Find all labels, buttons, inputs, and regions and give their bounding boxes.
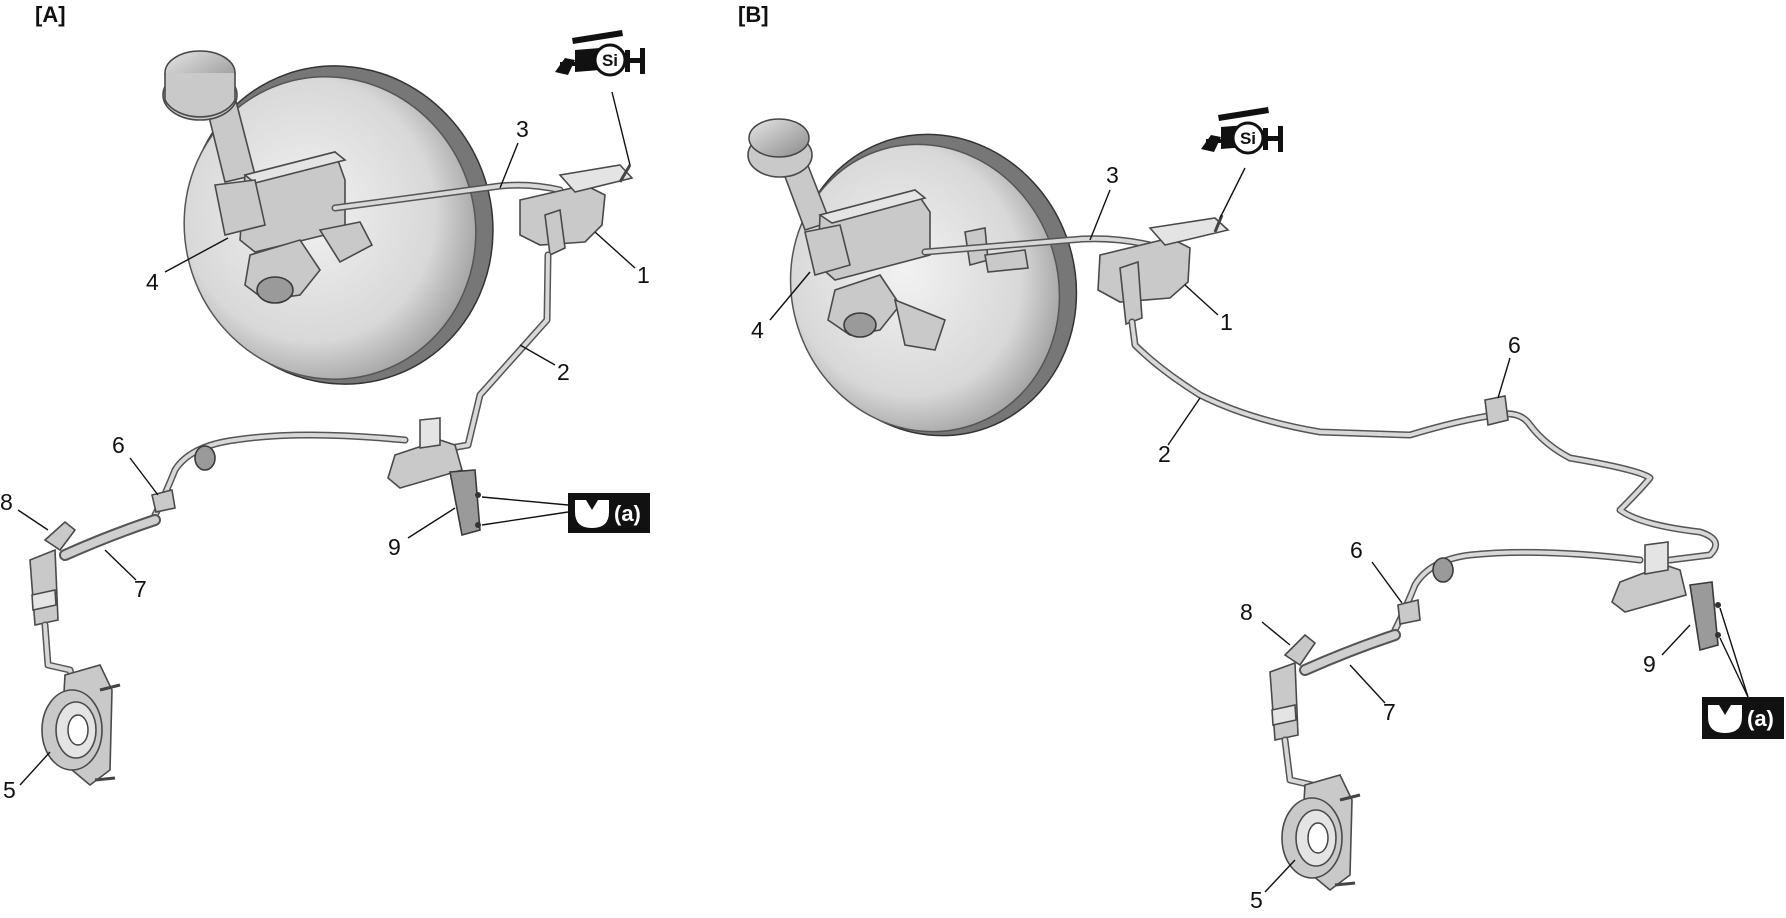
release-bearing-5-b <box>1281 774 1361 892</box>
master-cylinder-b <box>747 118 1029 351</box>
clutch-master-cylinder-a <box>519 164 634 257</box>
bracket-9-a <box>387 417 481 537</box>
wrench-icon <box>575 500 609 528</box>
callout-6-b: 6 <box>1508 332 1521 358</box>
sealant-gun-icon <box>1201 107 1283 155</box>
bracket-9-b <box>1611 541 1721 652</box>
callout-6-lower-b: 6 <box>1350 537 1363 563</box>
pipe-to-hose-a <box>151 431 409 519</box>
callout-8-b: 8 <box>1240 599 1253 625</box>
clutch-master-cylinder-b <box>1097 214 1230 326</box>
view-a-label: [A] <box>35 2 66 27</box>
clip-6-upper-b <box>1484 395 1509 426</box>
sealant-gun-icon <box>555 30 645 77</box>
clip-6-lower-b <box>1397 598 1421 625</box>
clip-6-a <box>151 489 176 513</box>
torque-badge-a: (a) <box>568 493 650 533</box>
callout-5-b: 5 <box>1250 887 1263 913</box>
view-b-label: [B] <box>738 2 769 27</box>
callout-9-a: 9 <box>388 534 401 560</box>
union-8-a <box>29 520 77 626</box>
callout-1-a: 1 <box>637 262 650 288</box>
callout-8-a: 8 <box>0 489 13 515</box>
view-a: [A] <box>0 2 650 803</box>
wrench-icon <box>1708 705 1742 733</box>
pipe-2-b <box>1128 318 1720 564</box>
callout-2-a: 2 <box>557 359 570 385</box>
callout-2-b: 2 <box>1158 441 1171 467</box>
callout-4-b: 4 <box>751 317 764 343</box>
release-bearing-5-a <box>41 664 121 787</box>
torque-badge-b: (a) <box>1702 697 1784 739</box>
callout-3-b: 3 <box>1106 162 1119 188</box>
union-8-b <box>1269 633 1317 741</box>
callout-6-a: 6 <box>112 432 125 458</box>
callout-5-a: 5 <box>3 777 16 803</box>
callout-7-a: 7 <box>134 576 147 602</box>
callout-1-b: 1 <box>1220 309 1233 335</box>
callout-4-a: 4 <box>146 269 159 295</box>
sealant-symbol-a: Si <box>602 51 618 70</box>
sealant-symbol-b: Si <box>1240 129 1256 148</box>
master-cylinder-a <box>162 50 374 304</box>
view-b: [B] <box>738 2 1784 913</box>
pipe-to-hose-b <box>1391 548 1644 634</box>
callout-7-b: 7 <box>1383 699 1396 725</box>
torque-label-b: (a) <box>1747 706 1774 731</box>
torque-label-a: (a) <box>614 501 641 526</box>
callout-9-b: 9 <box>1643 651 1656 677</box>
callout-3-a: 3 <box>516 116 529 142</box>
